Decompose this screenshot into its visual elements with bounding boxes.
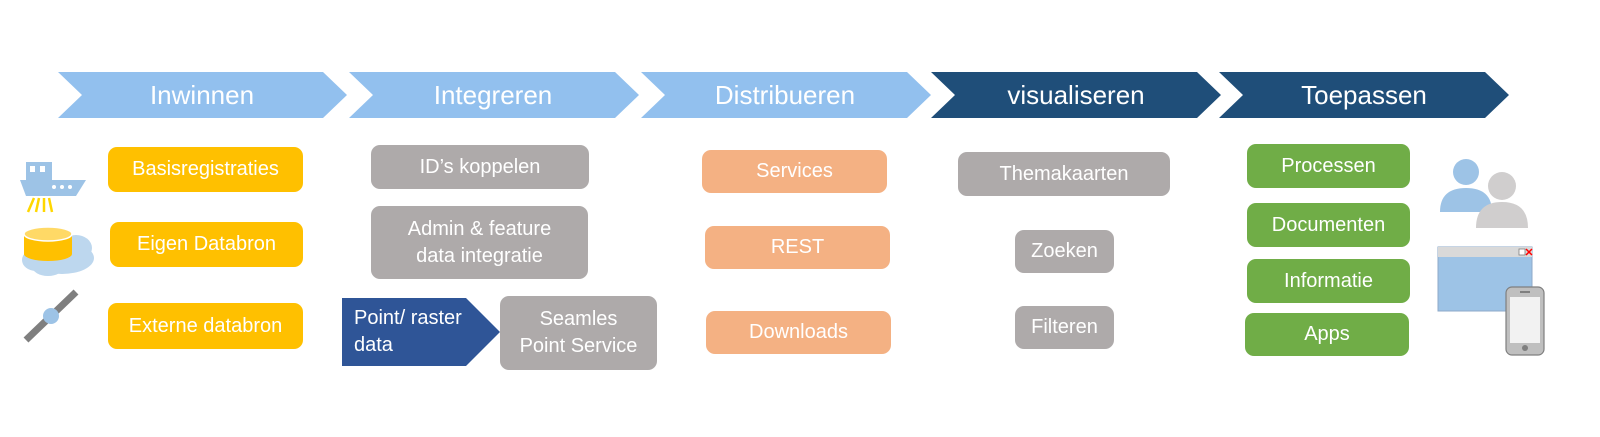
chevron-toepassen bbox=[1219, 72, 1509, 118]
chevron-integreren bbox=[349, 72, 639, 118]
item-themakaarten: Themakaarten bbox=[958, 152, 1170, 196]
point-raster-label: Point/ raster data bbox=[354, 305, 462, 359]
item-documenten: Documenten bbox=[1247, 203, 1410, 247]
admin-line-1: Admin & feature bbox=[407, 217, 552, 240]
item-services: Services bbox=[702, 150, 887, 193]
item-externe-databron: Externe databron bbox=[108, 303, 303, 349]
item-eigen-databron: Eigen Databron bbox=[110, 222, 303, 267]
satellite-icon bbox=[23, 289, 79, 343]
point-line-1: Point/ raster bbox=[354, 307, 462, 329]
item-zoeken: Zoeken bbox=[1015, 230, 1114, 273]
ship-icon bbox=[20, 162, 86, 213]
chevron-visualiseren bbox=[931, 72, 1221, 118]
stage-label-integreren: Integreren bbox=[433, 80, 553, 110]
chevron-inwinnen bbox=[58, 72, 347, 118]
item-basisregistraties: Basisregistraties bbox=[108, 147, 303, 192]
item-informatie: Informatie bbox=[1247, 259, 1410, 303]
item-rest: REST bbox=[705, 226, 890, 269]
users-icon bbox=[1440, 159, 1528, 228]
item-downloads: Downloads bbox=[706, 311, 891, 354]
item-admin-feature-integratie: Admin & feature data integratie bbox=[371, 206, 588, 279]
item-processen: Processen bbox=[1247, 144, 1410, 188]
stage-label-inwinnen: Inwinnen bbox=[149, 80, 255, 110]
seamles-line-2: Point Service bbox=[519, 335, 638, 357]
item-seamles-point-service: Seamles Point Service bbox=[500, 296, 657, 370]
point-line-2: data bbox=[354, 334, 393, 356]
stage-label-visualiseren: visualiseren bbox=[1007, 80, 1145, 110]
seamles-line-1: Seamles bbox=[539, 308, 618, 330]
item-id-koppelen: ID’s koppelen bbox=[371, 145, 589, 189]
point-raster-arrow bbox=[342, 298, 500, 366]
smartphone-icon bbox=[1505, 286, 1545, 356]
chevron-distribueren bbox=[641, 72, 931, 118]
item-apps: Apps bbox=[1245, 313, 1409, 356]
stage-label-distribueren: Distribueren bbox=[714, 80, 856, 110]
item-filteren: Filteren bbox=[1015, 306, 1114, 349]
admin-line-2: data integratie bbox=[416, 244, 543, 267]
database-cloud-icon bbox=[22, 226, 94, 276]
stage-label-toepassen: Toepassen bbox=[1301, 80, 1427, 110]
